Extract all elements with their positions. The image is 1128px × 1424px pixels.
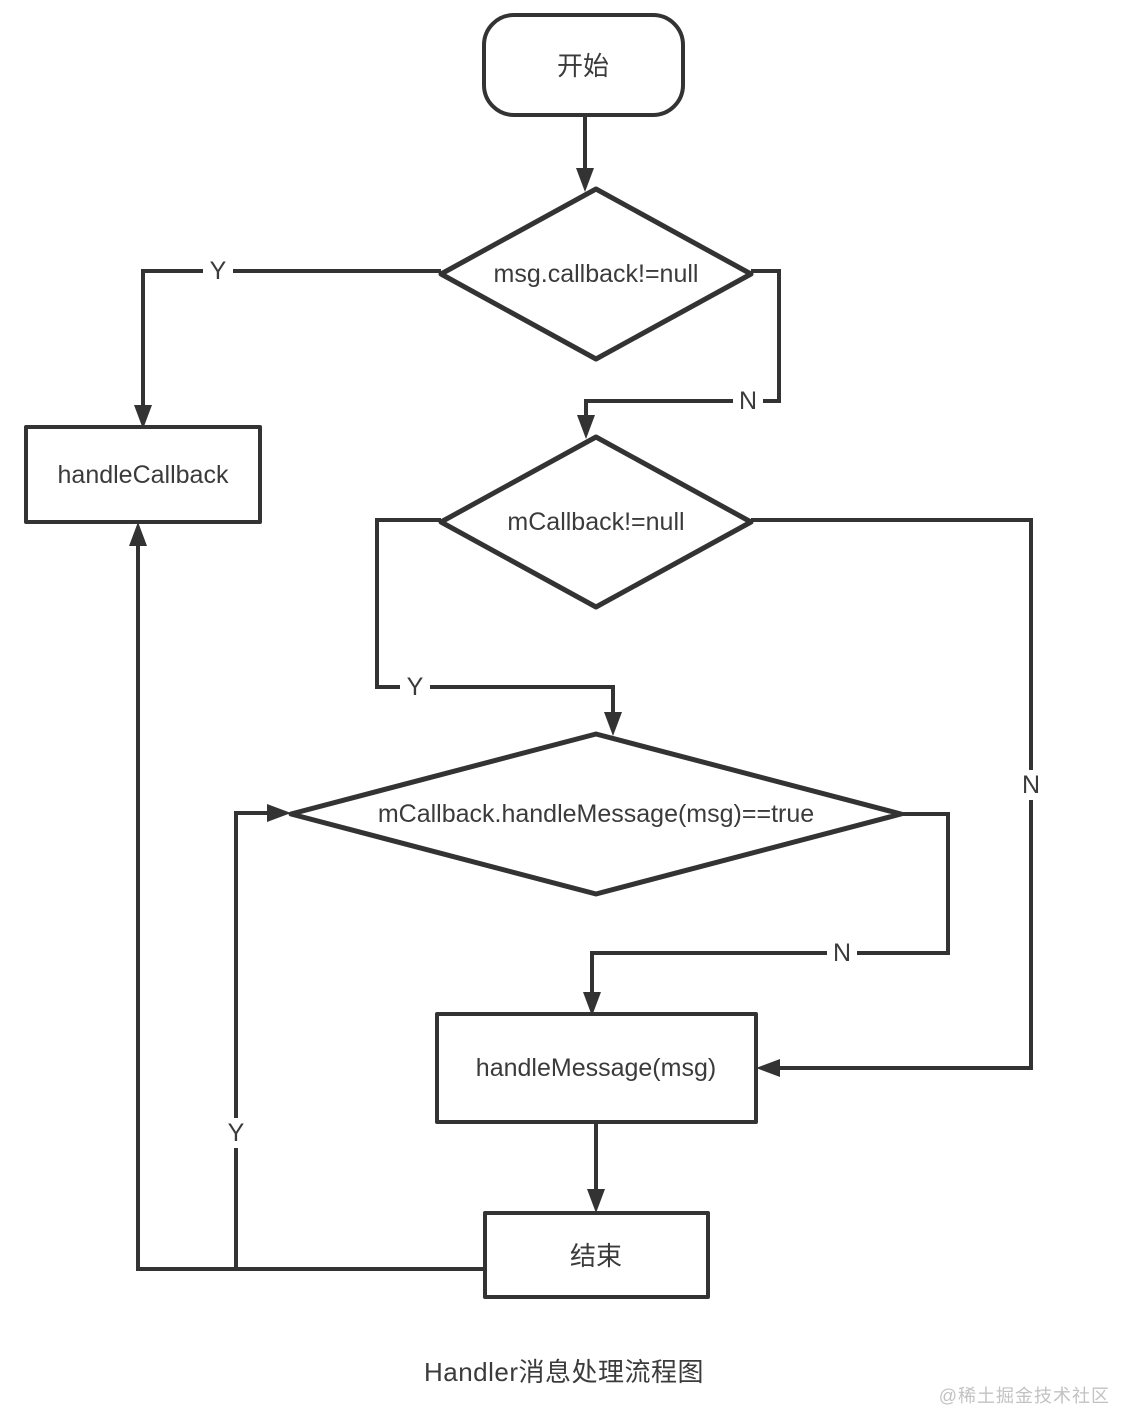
edge-bottom-rail-to-handle-callback: [129, 522, 485, 1271]
node-decision-m-callback[interactable]: mCallback!=null: [438, 434, 754, 610]
decision-m-callback-label: mCallback!=null: [507, 508, 684, 536]
decision-m-callback-shape: [438, 434, 754, 610]
edge-label-text: Y: [228, 1119, 245, 1147]
edge-handle-message-to-end: [587, 1122, 605, 1213]
start-label: 开始: [557, 51, 609, 81]
handle-callback-label: handleCallback: [58, 461, 229, 489]
node-handle-message[interactable]: handleMessage(msg): [435, 1012, 758, 1124]
edge-start-to-decision-msg-callback: [576, 115, 594, 192]
edge-decision-handle-message-true-yes-loop: [234, 804, 291, 1269]
edge-label-text: N: [833, 939, 851, 967]
edge-label-text: N: [1022, 771, 1040, 799]
edge-label-d1-yes: Y: [203, 256, 233, 286]
handle-message-shape: [435, 1012, 758, 1124]
diagram-caption: Handler消息处理流程图: [423, 1357, 705, 1387]
handle-callback-shape: [24, 425, 262, 524]
edge-label-d3-no: N: [827, 938, 857, 968]
node-decision-handle-message-true[interactable]: mCallback.handleMessage(msg)==true: [288, 731, 904, 897]
node-end[interactable]: 结束: [483, 1211, 710, 1299]
decision-msg-callback-label: msg.callback!=null: [494, 260, 699, 288]
decision-handle-message-true-shape: [288, 731, 904, 897]
edge-decision-handle-message-true-no: [583, 812, 950, 1016]
end-label: 结束: [570, 1241, 622, 1271]
handle-message-label: handleMessage(msg): [476, 1054, 716, 1082]
edge-label-d1-no: N: [733, 386, 763, 416]
edge-decision-msg-callback-no: [577, 269, 781, 439]
decision-msg-callback-shape: [438, 186, 754, 362]
node-handle-callback[interactable]: handleCallback: [24, 425, 262, 524]
node-decision-msg-callback[interactable]: msg.callback!=null: [438, 186, 754, 362]
edge-label-text: N: [739, 387, 757, 415]
edge-label-d2-no: N: [1016, 770, 1046, 800]
edge-decision-m-callback-yes: [375, 518, 622, 736]
edge-label-d2-yes: Y: [400, 672, 430, 702]
start-shape: [482, 13, 685, 117]
edge-label-text: Y: [407, 673, 424, 701]
watermark: @稀土掘金技术社区: [938, 1386, 1110, 1406]
edge-label-text: Y: [210, 257, 227, 285]
edge-label-d3-yes: Y: [221, 1118, 251, 1148]
decision-handle-message-true-label: mCallback.handleMessage(msg)==true: [378, 800, 814, 828]
end-shape: [483, 1211, 710, 1299]
edge-decision-msg-callback-yes: [134, 269, 441, 429]
node-start[interactable]: 开始: [482, 13, 685, 117]
